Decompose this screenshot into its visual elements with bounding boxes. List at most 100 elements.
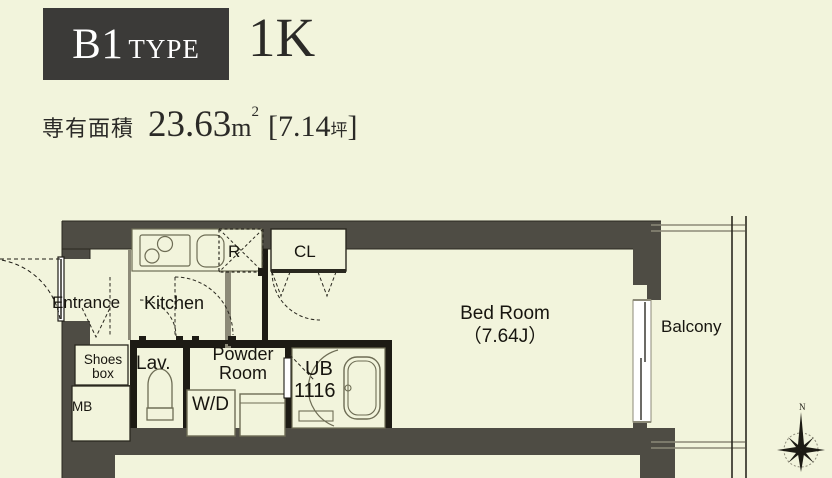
bathtub-outer [343, 356, 381, 420]
compass-point-east [801, 446, 825, 454]
meter-box-group [71, 385, 131, 442]
area-unit-exponent: 2 [251, 104, 260, 121]
powder-room-group [186, 340, 286, 437]
compass-point-nw [788, 437, 801, 450]
stove-burner-small [144, 248, 160, 264]
unit-bath-door-panel [283, 357, 292, 399]
closet-swing-arc [271, 271, 321, 321]
partition-lav-left [130, 340, 137, 428]
hall-door-swings [109, 276, 234, 337]
shoes-box-fold [81, 307, 111, 339]
stovetop [139, 234, 191, 267]
wall-left-upper [62, 221, 90, 259]
jamb-corridor-top [258, 268, 268, 276]
partition-entrance-kitchen [128, 249, 131, 340]
bathtub-drain [344, 384, 352, 392]
compass-point-se [801, 450, 814, 463]
lavatory-group [137, 340, 183, 428]
room-label-entrance: Entrance [52, 293, 121, 312]
compass-point-west [777, 446, 801, 454]
door-jambs [139, 268, 268, 346]
compass-rose: N [777, 402, 825, 472]
powder-door-track [193, 340, 233, 344]
partition-ub-right [385, 340, 392, 428]
room-label-balcony: Balcony [661, 317, 722, 336]
jamb-powder [192, 336, 199, 344]
wall-right-upper-step [633, 221, 661, 300]
compass-needle-north [797, 412, 805, 450]
compass-point-south [797, 450, 805, 472]
meter-box [71, 385, 131, 442]
type-badge-code: B1 [72, 20, 124, 68]
area-label: 専有面積 [42, 117, 135, 142]
closet-box [270, 228, 347, 272]
entrance-door-group [0, 256, 65, 322]
shoes-box-line-2: box [92, 366, 114, 382]
area-unit: m2 [231, 104, 259, 143]
powder-room-line-1: Powder [212, 344, 274, 364]
kitchen-door-arc2 [139, 299, 177, 337]
lavatory-floor [137, 348, 183, 428]
room-label-unit-bath-size: 1116 [294, 380, 336, 402]
room-label-meter-box: MB [72, 399, 93, 414]
sliding-door-panel [632, 299, 652, 423]
shoes-box-doors [81, 307, 111, 339]
closet-door-swings [271, 271, 337, 321]
interior-partitions [128, 249, 392, 428]
kitchen-door-arc [174, 276, 234, 336]
wall-right-lower-step [633, 422, 661, 455]
room-label-bed-room-area: （7.64J） [462, 326, 548, 347]
closet-door-track [271, 269, 346, 273]
type-badge-word: TYPE [128, 33, 200, 64]
entrance-door-swing [0, 258, 61, 320]
tsubo-unit: 坪 [330, 121, 348, 141]
compass-north-label: N [799, 402, 806, 412]
shoes-box [74, 344, 129, 386]
tsubo-value: 7.14 [278, 110, 331, 143]
closet-fold-left [271, 271, 291, 298]
sliding-door-tracks [633, 299, 651, 423]
floor-plan-svg: N [0, 200, 832, 478]
area-value: 23.63 [148, 104, 232, 145]
room-label-unit-bath: UB [305, 358, 333, 380]
powder-room-line-2: Room [218, 363, 267, 384]
bathtub-inner [347, 360, 377, 416]
jamb-powder-right [228, 336, 236, 346]
room-label-kitchen: Kitchen [144, 293, 205, 313]
plan-type-title: 1K [248, 7, 316, 68]
balcony-sliding-door [632, 299, 652, 423]
stove-burner-large [156, 235, 174, 253]
area-tsubo: [7.14坪] [268, 110, 358, 144]
wall-bottom [62, 428, 675, 455]
unit-bath-group [283, 347, 386, 429]
room-label-shoes-box: Shoes box [79, 352, 127, 382]
closet-group [270, 228, 347, 321]
kitchen-counter-group [131, 228, 264, 273]
floor-plan-drawing: N [0, 200, 832, 478]
room-label-lavatory: Lav. [136, 353, 171, 374]
room-label-refrigerator: R [228, 242, 241, 261]
area-unit-base: m [231, 113, 252, 142]
washer-dryer-pan [186, 389, 236, 437]
toilet-tank [146, 407, 174, 421]
refrigerator-cross [218, 228, 264, 273]
room-label-closet: CL [294, 242, 316, 261]
tsubo-bracket-close: ] [347, 110, 358, 143]
balcony-group [651, 216, 747, 478]
vanity-counter [239, 393, 286, 437]
lavatory-door-track [140, 340, 180, 344]
room-label-washer-dryer: W/D [192, 394, 229, 415]
room-label-bed-room: Bed Room [460, 303, 550, 324]
closet-fold-right [317, 271, 337, 298]
compass-point-ne [801, 437, 814, 450]
unit-bath-shelf [298, 410, 334, 422]
compass-point-sw [788, 450, 801, 463]
toilet-bowl [147, 368, 173, 409]
tsubo-bracket-open: [ [268, 110, 278, 143]
jamb-lav-right [176, 336, 183, 344]
area-line: 専有面積 23.63 m2 [7.14坪] [42, 103, 358, 146]
